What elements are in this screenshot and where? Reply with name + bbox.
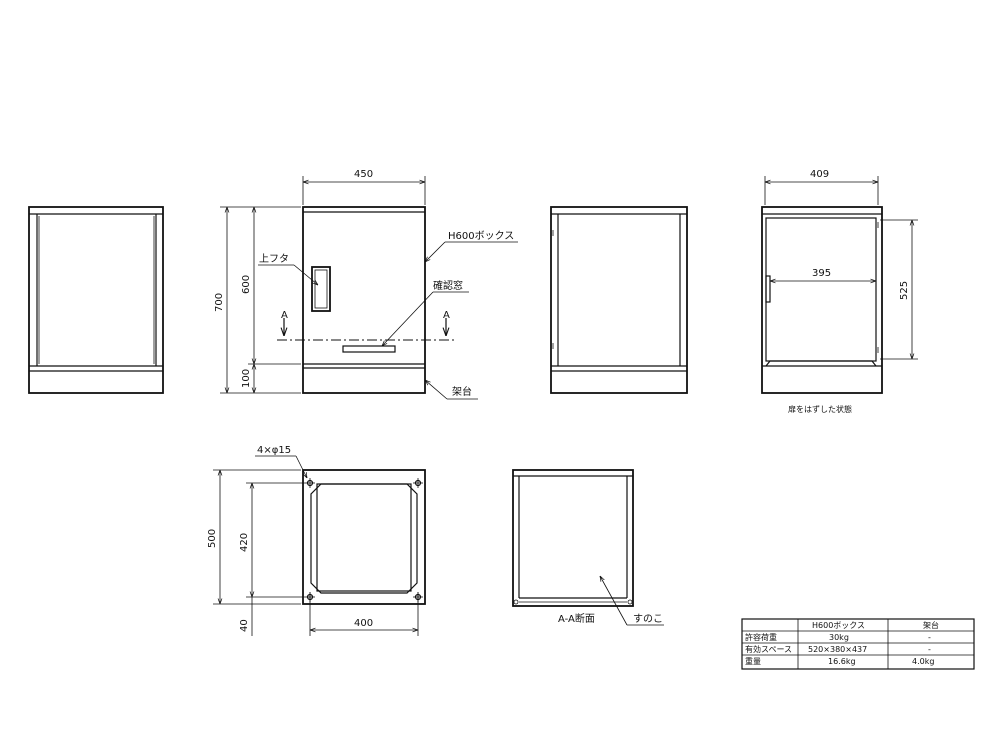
confirmation-window: [342, 345, 396, 353]
table-row-label: 重量: [745, 656, 761, 666]
table-cell: 16.6kg: [828, 657, 856, 666]
dim-hole-pitch-width: 400: [354, 618, 373, 629]
section-mark-left: A: [281, 310, 288, 321]
table-cell: 4.0kg: [912, 657, 934, 666]
table-header-stand: 架台: [923, 620, 939, 630]
section-mark-right: A: [443, 310, 450, 321]
table-cell: -: [928, 645, 931, 654]
dim-base-height: 100: [241, 369, 252, 388]
label-window: 確認窓: [433, 279, 463, 292]
dim-bottom-offset: 40: [239, 619, 250, 632]
label-top-lid: 上フタ: [259, 253, 289, 265]
dim-hole-pitch-depth: 420: [239, 533, 250, 552]
label-section-view: A-A断面: [558, 612, 595, 625]
dim-top-width: 409: [810, 169, 829, 180]
plan-view: 4×φ15 500 420 40 400: [207, 445, 426, 636]
label-box-name: H600ボックス: [448, 230, 514, 242]
mount-hole: [413, 478, 423, 488]
dim-box-height: 600: [241, 275, 252, 294]
table-row-label: 許容荷重: [745, 632, 777, 642]
label-door-removed: 扉をはずした状態: [788, 404, 852, 414]
table-header-box: H600ボックス: [812, 621, 865, 630]
dim-inner-height: 525: [899, 281, 910, 300]
label-stand: 架台: [452, 385, 472, 398]
mount-hole: [305, 478, 315, 488]
dim-depth: 500: [207, 529, 218, 548]
section-a-a-view: すのこ A-A断面: [512, 469, 664, 626]
spec-table: H600ボックス 架台 許容荷重 30kg - 有効スペース 520×380×4…: [741, 618, 975, 670]
dim-front-width: 450: [354, 169, 373, 180]
top-lid-handle: [311, 266, 331, 312]
table-row-label: 有効スペース: [745, 644, 792, 654]
table-cell: 520×380×437: [808, 645, 867, 654]
label-slatted-floor: すのこ: [633, 613, 663, 625]
dim-inner-width: 395: [812, 268, 831, 279]
label-holes: 4×φ15: [257, 445, 291, 456]
left-side-view: [28, 206, 164, 394]
door-removed-view: 409 395 525 扉をはずした状態: [761, 169, 918, 414]
right-side-view: [550, 206, 688, 394]
table-cell: -: [928, 633, 931, 642]
dim-total-height: 700: [214, 293, 225, 312]
table-cell: 30kg: [829, 633, 849, 642]
front-view: A A 450 700 600 100 上フタ H600ボックス 確認窓 架台: [214, 169, 518, 400]
